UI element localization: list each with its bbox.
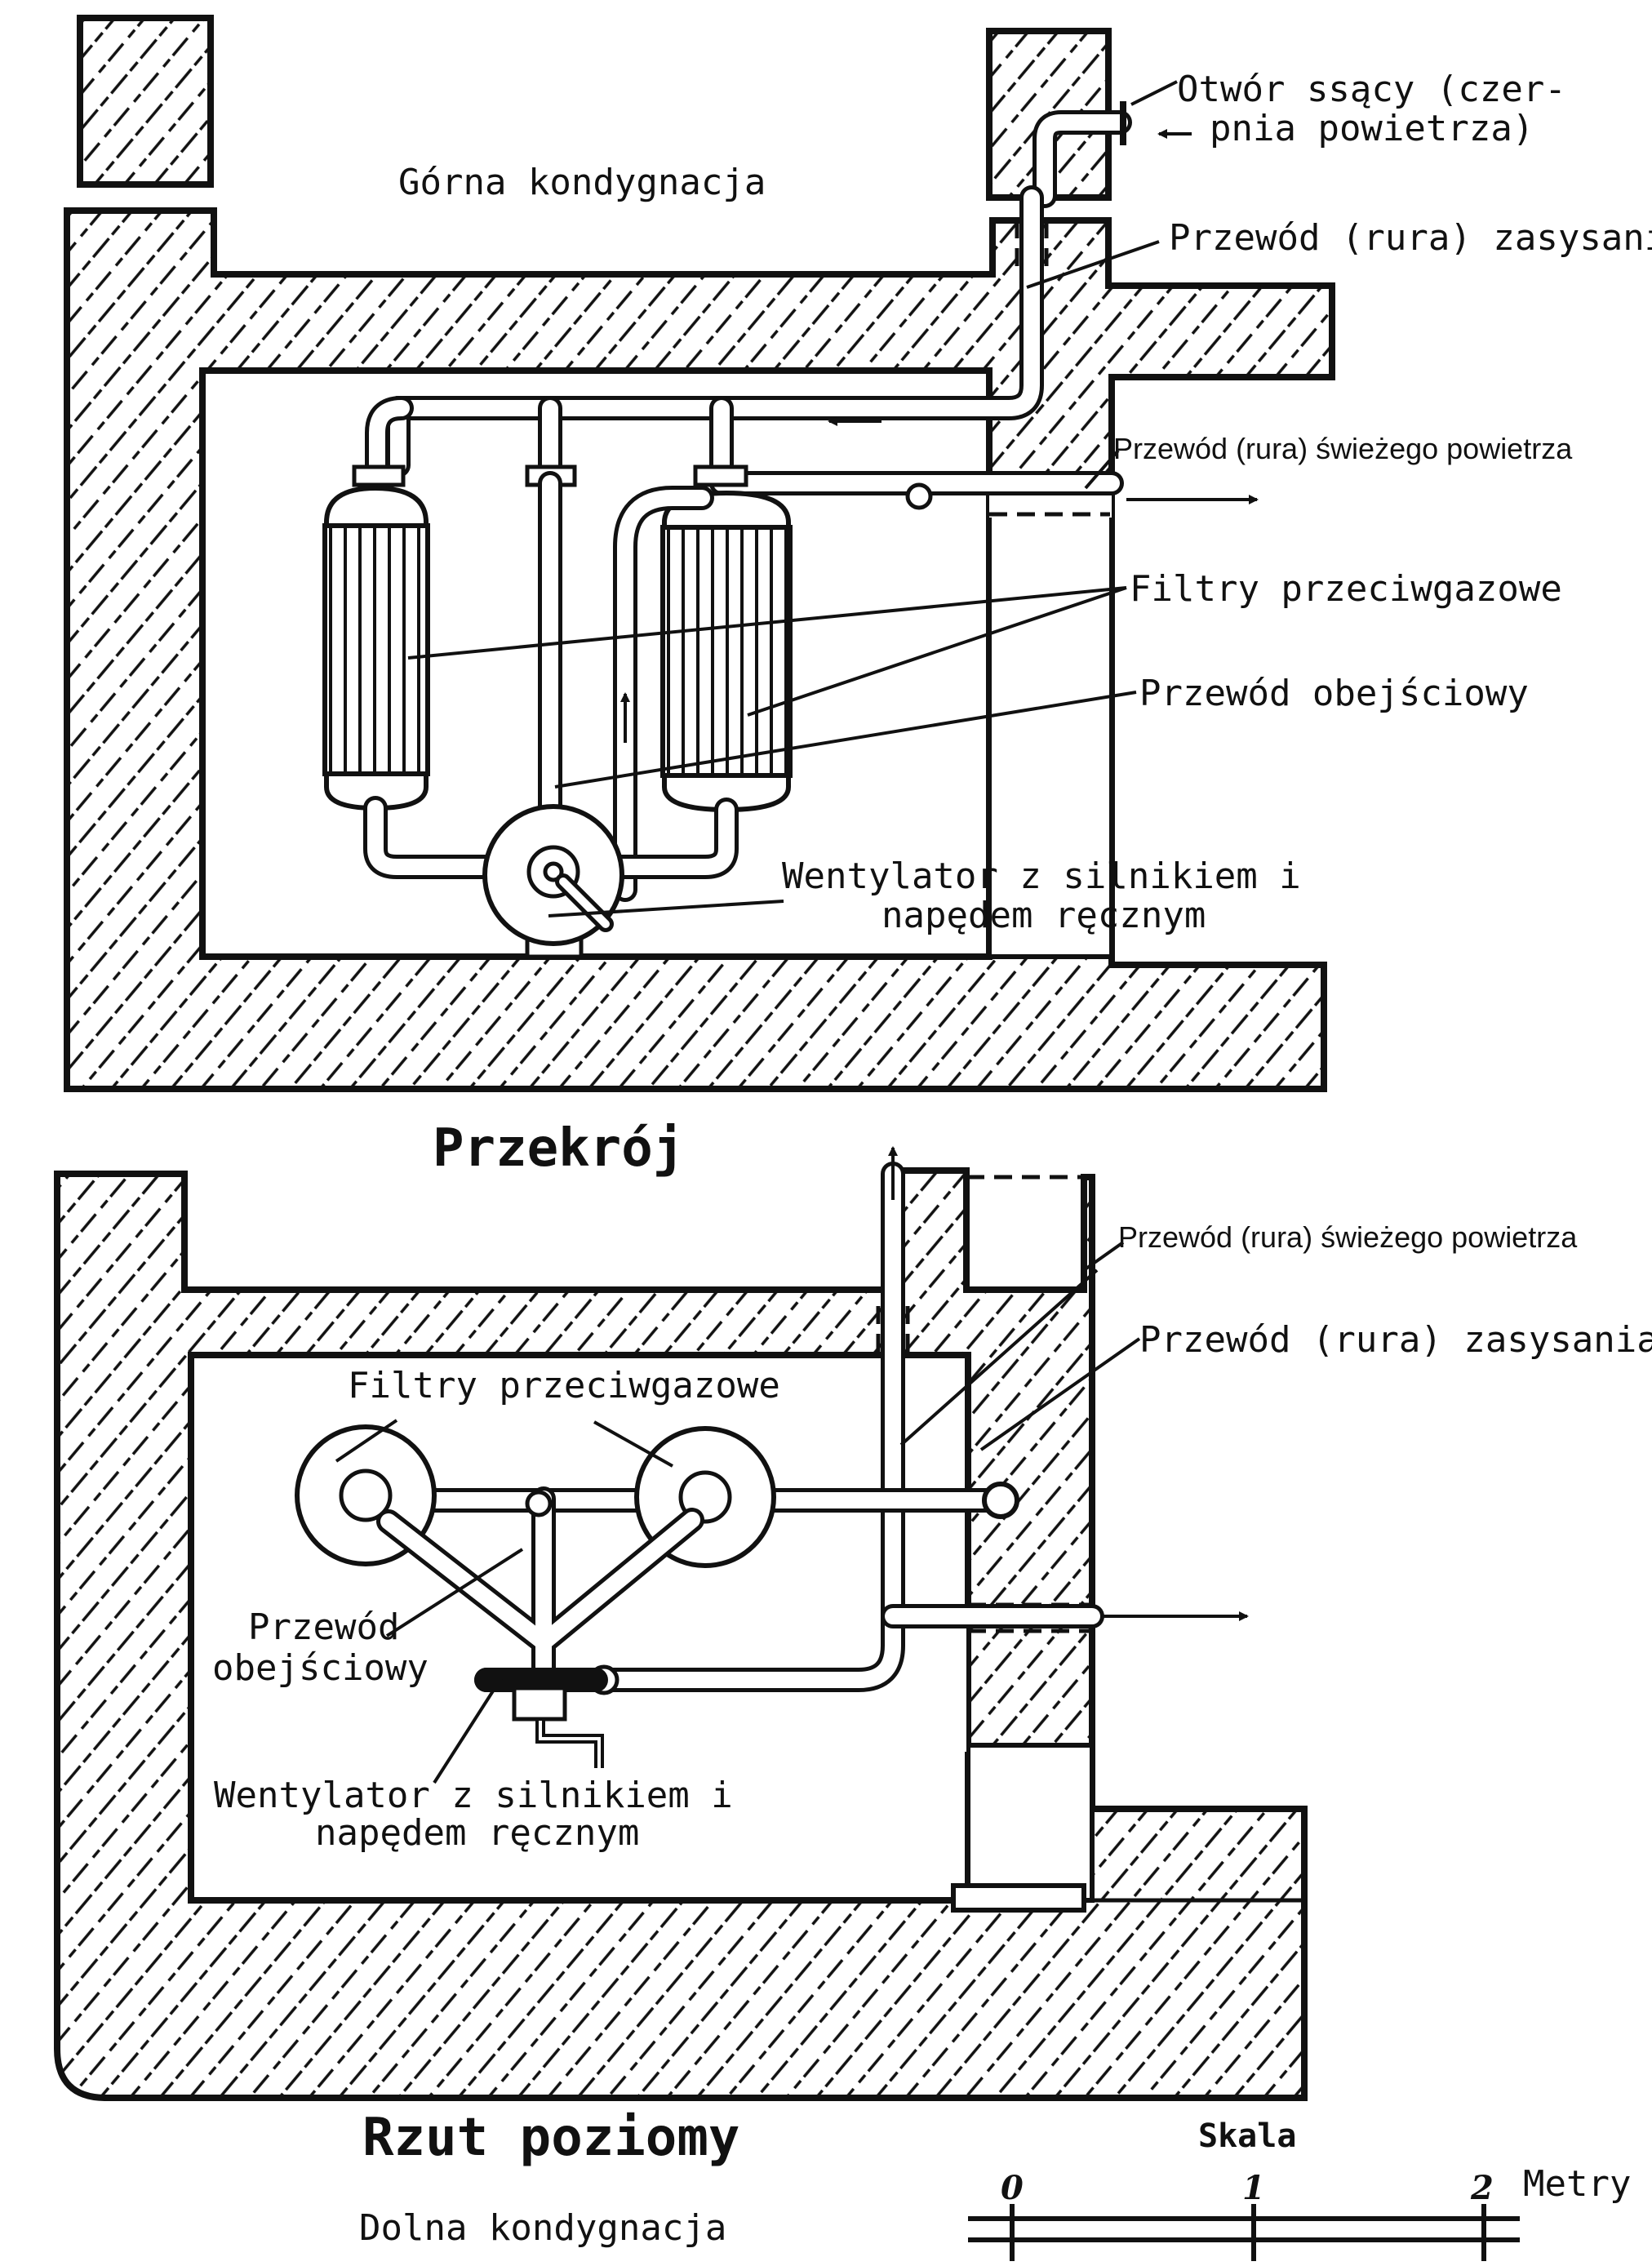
scale-tick-1: 1 [1242,2169,1265,2207]
scale-title: Skala [1198,2117,1296,2155]
gas-filter-right [660,490,793,813]
suction-pipe-label: Przewód (rura) zasysania [1169,217,1652,259]
plan-view: Przewód (rura) świeżego powietrza Przewó… [54,1146,1652,2249]
fresh-air-pipe-label: Przewód (rura) świeżego powietrza [1113,432,1573,465]
scale-bar: Skala 0 1 2 Metry [968,2117,1631,2261]
fan-unit [482,804,624,959]
scale-tick-2: 2 [1470,2169,1494,2207]
upper-floor-label: Górna kondygnacja [398,162,766,203]
plan-bypass-label-1: Przewód [248,1606,399,1648]
section-view: Górna kondygnacja Otwór ssący (czer- pni… [64,15,1652,1179]
intake-opening-label-2: pnia powietrza) [1210,108,1534,149]
bypass-pipe-label: Przewód obejściowy [1139,673,1529,714]
fan-label-1: Wentylator z silnikiem i [782,855,1301,897]
fan-label-2: napędem ręcznym [882,895,1206,936]
gas-filters-label: Filtry przeciwgazowe [1130,568,1562,610]
section-title: Przekrój [433,1118,684,1179]
gas-filter-left [322,485,430,811]
scale-tick-0: 0 [1001,2169,1024,2207]
plan-title: Rzut poziomy [362,2108,739,2168]
plan-gas-filters-label: Filtry przeciwgazowe [348,1365,780,1406]
plan-bypass-label-2: obejściowy [212,1647,429,1689]
plan-suction-pipe-label: Przewód (rura) zasysania [1139,1319,1652,1361]
intake-opening-label-1: Otwór ssący (czer- [1177,69,1566,110]
upper-wall-left-stub [77,15,214,188]
plan-fresh-air-pipe-label: Przewód (rura) świeżego powietrza [1118,1220,1578,1254]
plan-corridor [966,1743,1095,1903]
plan-fan-label-2: napędem ręcznym [315,1812,639,1854]
lower-floor-label: Dolna kondygnacja [359,2207,726,2249]
plan-fan-label-1: Wentylator z silnikiem i [214,1775,733,1816]
scale-unit: Metry [1523,2163,1631,2205]
